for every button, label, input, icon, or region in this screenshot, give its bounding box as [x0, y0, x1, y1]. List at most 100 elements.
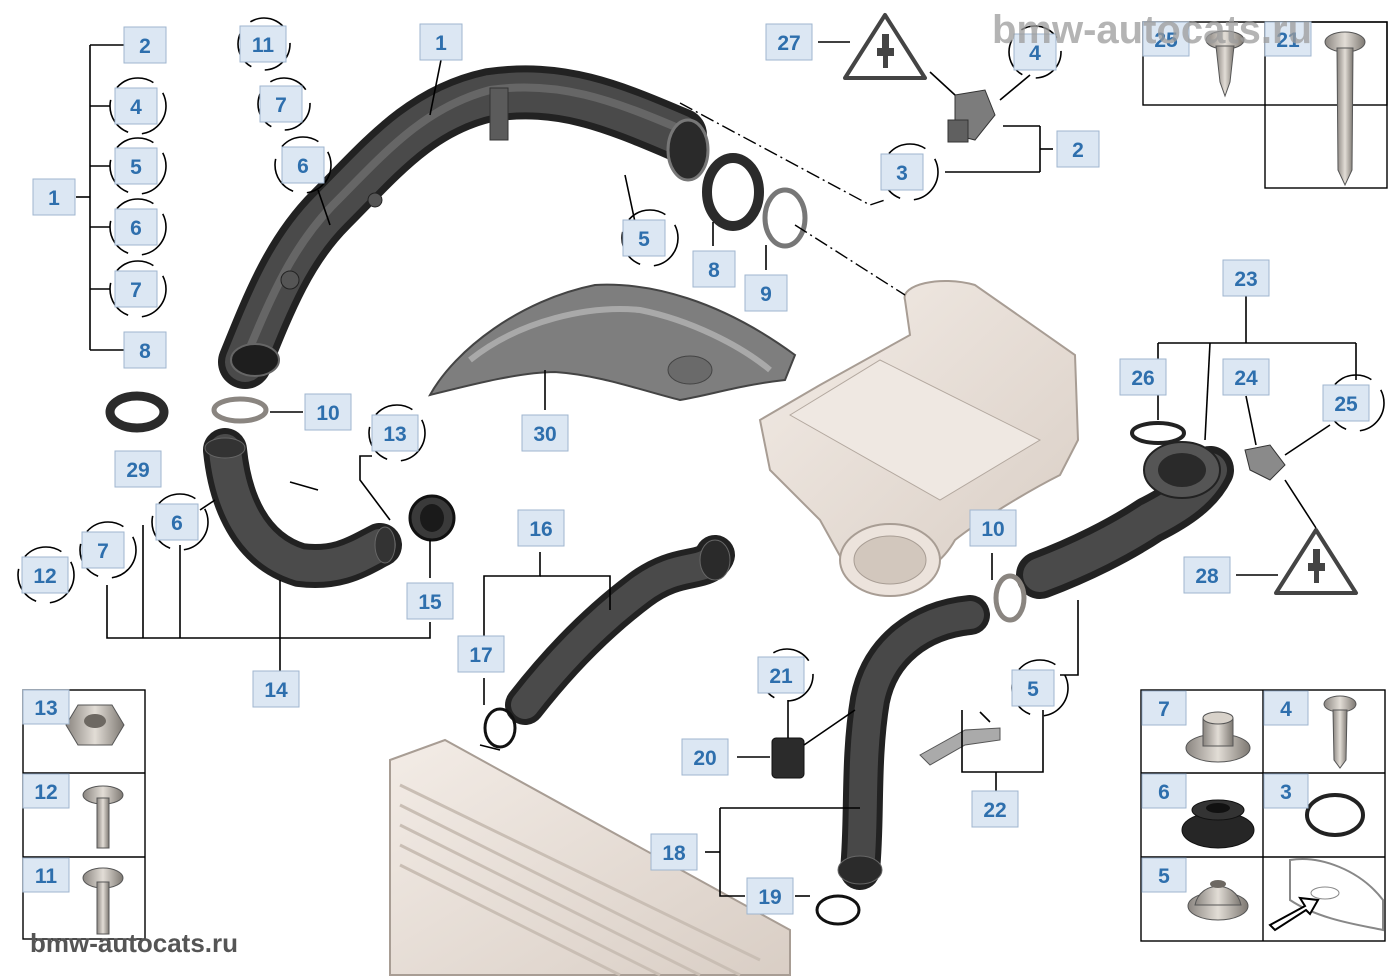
callout-10: 10: [304, 393, 352, 431]
part-2-sensor: [947, 89, 996, 143]
part-23-hose-upper-right: [1016, 441, 1234, 599]
svg-text:21: 21: [769, 665, 793, 688]
svg-text:11: 11: [252, 34, 275, 57]
bolt-12: [82, 785, 124, 849]
svg-text:6: 6: [1158, 781, 1170, 804]
callout-7: 7: [81, 531, 125, 569]
callout-1: 1: [32, 178, 76, 216]
svg-text:16: 16: [529, 518, 552, 541]
svg-text:13: 13: [383, 423, 406, 446]
callout-21: 21: [1264, 21, 1312, 57]
svg-text:5: 5: [130, 156, 142, 179]
svg-text:8: 8: [139, 340, 151, 363]
callout-6: 6: [114, 208, 158, 246]
grommet-5: [1187, 880, 1249, 921]
screw-4: [1323, 695, 1357, 769]
svg-text:7: 7: [130, 279, 142, 302]
kit-frame-bottom-left: [22, 689, 146, 940]
callout-29: 29: [114, 450, 162, 488]
svg-text:5: 5: [1027, 678, 1039, 701]
svg-text:2: 2: [139, 35, 151, 58]
kit-frame-top-right: [1142, 21, 1388, 189]
part-1-charge-pipe: [218, 65, 710, 389]
grommet-6: [1181, 799, 1255, 849]
callout-13: 13: [371, 414, 419, 452]
part-29-ring: [105, 391, 169, 433]
kit-frame-bottom-right: [1140, 689, 1386, 942]
callout-4: 4: [1263, 690, 1309, 726]
svg-text:23: 23: [1234, 268, 1257, 291]
callout-7: 7: [114, 270, 158, 308]
svg-text:7: 7: [1158, 698, 1170, 721]
svg-text:2: 2: [1072, 139, 1084, 162]
callout-21: 21: [757, 656, 805, 694]
callout-6: 6: [155, 503, 199, 541]
callout-3: 3: [880, 153, 924, 191]
callout-19: 19: [746, 877, 794, 915]
svg-text:6: 6: [297, 155, 309, 178]
part-22-bracket: [919, 727, 1001, 766]
svg-text:22: 22: [983, 799, 1006, 822]
svg-text:12: 12: [34, 781, 57, 804]
leader-lines: [76, 41, 1357, 897]
svg-text:30: 30: [533, 423, 556, 446]
callout-11: 11: [22, 857, 70, 893]
callout-6: 6: [1141, 773, 1187, 809]
callout-2: 2: [1056, 130, 1100, 168]
intercooler: [389, 738, 791, 977]
callout-8: 8: [692, 250, 736, 288]
oring-3: [1305, 793, 1365, 837]
svg-text:12: 12: [33, 565, 56, 588]
part-15-seal-cap: [408, 494, 456, 542]
svg-text:1: 1: [48, 187, 60, 210]
warning-triangle-icon: [1274, 528, 1358, 595]
svg-text:18: 18: [662, 842, 686, 865]
grommet-7: [1185, 711, 1251, 763]
callout-14: 14: [252, 670, 300, 708]
callout-4: 4: [114, 87, 158, 125]
svg-text:5: 5: [638, 228, 650, 251]
svg-text:14: 14: [264, 679, 288, 702]
callout-1: 1: [419, 23, 463, 61]
part-17-oring: [483, 707, 517, 749]
callout-16: 16: [517, 509, 565, 547]
direction-arrow-icon: [1268, 896, 1320, 932]
svg-text:26: 26: [1131, 367, 1154, 390]
callout-25: 25: [1322, 384, 1370, 422]
callout-27: 27: [765, 23, 813, 61]
part-19-oring: [815, 894, 861, 926]
svg-text:3: 3: [1280, 781, 1292, 804]
callout-10: 10: [969, 509, 1017, 547]
callout-9: 9: [744, 274, 788, 312]
svg-text:19: 19: [758, 886, 781, 909]
svg-text:8: 8: [708, 259, 720, 282]
svg-text:3: 3: [896, 162, 908, 185]
callout-15: 15: [406, 582, 454, 620]
callout-23: 23: [1222, 259, 1270, 297]
svg-text:7: 7: [97, 540, 109, 563]
part-18-hose-right: [837, 595, 990, 890]
callout-13: 13: [22, 689, 70, 725]
svg-text:15: 15: [418, 591, 442, 614]
svg-text:7: 7: [275, 94, 287, 117]
part-20-rubber-mount: [771, 737, 805, 779]
callout-7: 7: [259, 85, 303, 123]
part-24-sensor: [1244, 444, 1286, 481]
callout-5: 5: [114, 147, 158, 185]
svg-text:6: 6: [171, 512, 183, 535]
svg-text:4: 4: [130, 96, 142, 119]
callout-30: 30: [521, 414, 569, 452]
part-16-hose: [505, 535, 735, 725]
svg-text:24: 24: [1234, 367, 1258, 390]
part-30-heat-shield: [428, 283, 797, 402]
callout-26: 26: [1119, 358, 1167, 396]
callout-12: 12: [21, 556, 69, 594]
svg-text:17: 17: [469, 644, 492, 667]
callout-6: 6: [281, 146, 325, 184]
callout-17: 17: [457, 635, 505, 673]
svg-text:27: 27: [777, 32, 800, 55]
svg-text:4: 4: [1029, 42, 1041, 65]
svg-text:10: 10: [981, 518, 1004, 541]
part-26-ring: [1130, 421, 1186, 445]
